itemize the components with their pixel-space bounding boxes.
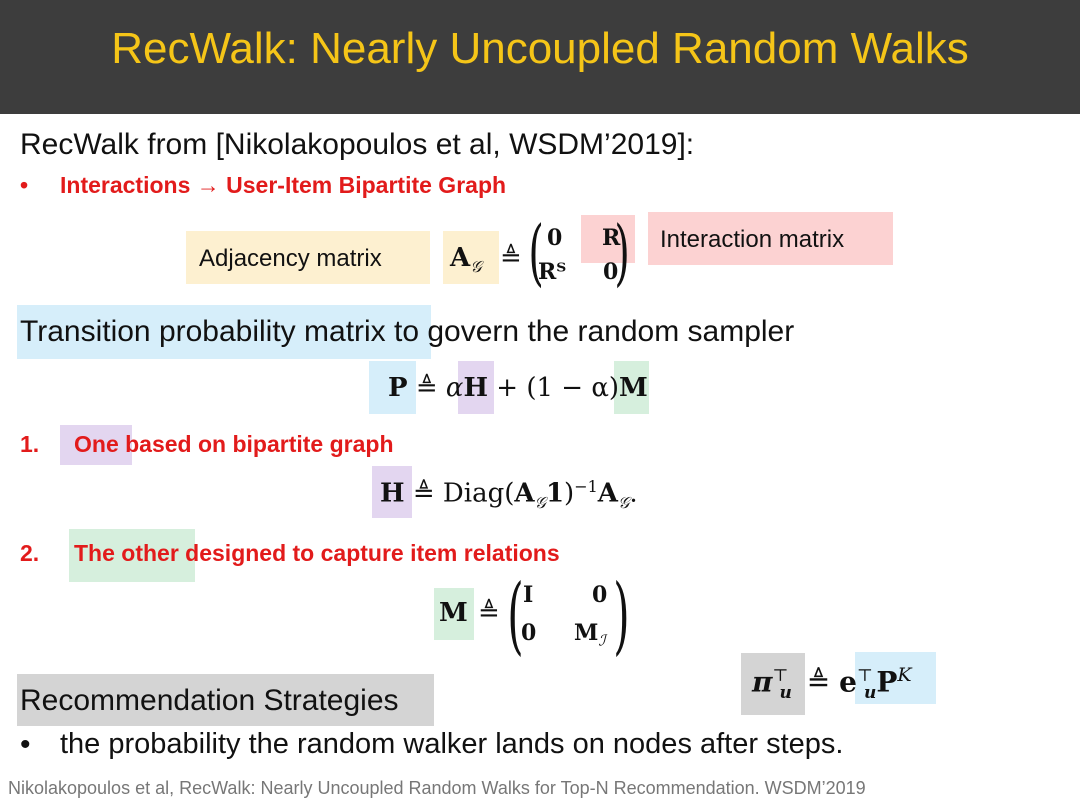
pi-equation: π⊤u ≜ e⊤uPK bbox=[752, 664, 912, 703]
interaction-label: Interaction matrix bbox=[660, 226, 845, 253]
interaction-label-box bbox=[648, 212, 893, 265]
m-matrix-cell: Mℐ bbox=[574, 620, 606, 650]
item-number-1: 1. bbox=[20, 431, 40, 457]
a-matrix-cell: 0 bbox=[603, 259, 619, 285]
m-matrix-cell: 0 bbox=[521, 620, 537, 646]
pi-highlight bbox=[741, 653, 805, 715]
item-number-2: 2. bbox=[20, 540, 40, 566]
defeq-symbol: ≜ bbox=[500, 243, 522, 273]
right-paren: ) bbox=[613, 566, 630, 664]
a-g-highlight bbox=[443, 231, 499, 284]
transition-highlight bbox=[17, 305, 431, 359]
h-lhs-highlight bbox=[372, 466, 412, 518]
recommendation-highlight bbox=[17, 674, 434, 726]
bullet-marker: • bbox=[20, 172, 29, 198]
left-paren: ( bbox=[507, 566, 524, 664]
recommendation-heading: Recommendation Strategies bbox=[20, 684, 399, 717]
m-lhs-highlight bbox=[434, 588, 474, 640]
p-highlight bbox=[369, 361, 416, 414]
adjacency-label-box bbox=[186, 231, 430, 284]
bullet-probability: the probability the random walker lands … bbox=[60, 728, 844, 760]
adjacency-label: Adjacency matrix bbox=[199, 245, 382, 272]
r-highlight bbox=[581, 215, 635, 263]
footer-citation: Nikolakopoulos et al, RecWalk: Nearly Un… bbox=[8, 778, 866, 798]
transition-heading: Transition probability matrix to govern … bbox=[20, 315, 795, 348]
h-equation: H ≜ Diag(A𝒢1)−1A𝒢. bbox=[380, 477, 638, 512]
one-highlight bbox=[60, 425, 132, 465]
intro-text: RecWalk from [Nikolakopoulos et al, WSDM… bbox=[20, 128, 695, 161]
m-highlight bbox=[614, 361, 649, 414]
h-highlight bbox=[458, 361, 494, 414]
item-2-text: The other designed to capture item relat… bbox=[74, 540, 560, 566]
slide-title: RecWalk: Nearly Uncoupled Random Walks bbox=[111, 24, 969, 73]
a-matrix-cell: Rᵀ bbox=[538, 259, 567, 285]
a-matrix-cell: R bbox=[602, 225, 621, 251]
bullet-marker: • bbox=[20, 728, 31, 761]
pk-highlight bbox=[855, 652, 936, 704]
a-g-lhs: A𝒢 bbox=[450, 243, 482, 277]
m-lhs: M bbox=[439, 598, 468, 628]
item-1-text: One based on bipartite graph bbox=[74, 431, 394, 457]
other-highlight bbox=[69, 529, 195, 582]
title-bar bbox=[0, 0, 1080, 114]
a-matrix-cell: 0 bbox=[547, 225, 563, 251]
left-paren: ( bbox=[528, 210, 544, 294]
defeq-symbol: ≜ bbox=[478, 598, 500, 628]
m-matrix-cell: 0 bbox=[592, 582, 608, 608]
bullet-interactions: Interactions → User-Item Bipartite Graph bbox=[60, 172, 507, 198]
m-matrix-cell: I bbox=[523, 582, 534, 608]
right-paren: ) bbox=[614, 210, 630, 294]
p-equation: P ≜ αH + (1 − α)M bbox=[388, 373, 648, 403]
